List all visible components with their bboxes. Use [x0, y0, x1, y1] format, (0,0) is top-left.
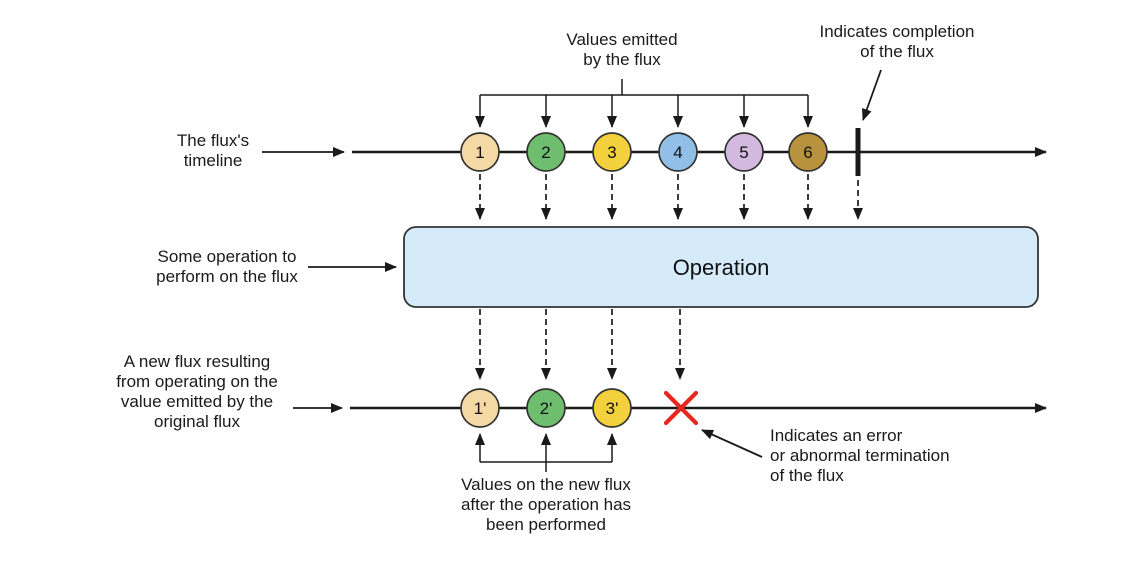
operation-note-label: Some operation to perform on the flux — [156, 247, 298, 286]
values-emitted-bracket — [475, 79, 813, 128]
flux-marker-1: 1 — [460, 132, 500, 172]
marker-label: 4 — [673, 143, 682, 162]
result-marker-3: 3' — [592, 388, 632, 428]
error-x-icon — [663, 390, 699, 426]
top-timeline: 1 2 3 4 5 6 — [262, 128, 1047, 176]
flux-marker-5: 5 — [724, 132, 764, 172]
operation-label: Operation — [673, 255, 770, 280]
marker-circle — [592, 132, 632, 172]
completion-pointer-arrow — [862, 69, 882, 121]
new-values-label: Values on the new flux after the operati… — [460, 475, 632, 534]
marker-circle — [658, 132, 698, 172]
marker-label: 2' — [540, 399, 553, 418]
error-pointer-arrow — [701, 429, 763, 458]
marker-label: 1' — [474, 399, 487, 418]
operation-box: Operation — [308, 226, 1039, 308]
result-marker-2: 2' — [526, 388, 566, 428]
flux-marker-6: 6 — [788, 132, 828, 172]
flux-marker-3: 3 — [592, 132, 632, 172]
operation-rect — [403, 226, 1039, 308]
marker-circle — [460, 132, 500, 172]
new-values-bracket — [475, 433, 617, 472]
new-flux-label: A new flux resulting from operating on t… — [116, 352, 278, 431]
marker-label: 5 — [739, 143, 748, 162]
result-marker-1: 1' — [460, 388, 500, 428]
values-emitted-label: Values emitted by the flux — [566, 30, 678, 69]
marker-label: 2 — [541, 143, 550, 162]
error-x-stroke — [663, 390, 699, 426]
marker-label: 6 — [803, 143, 812, 162]
emission-dashed-arrows — [475, 174, 863, 220]
timeline-label: The flux's timeline — [176, 131, 250, 170]
marker-label: 3' — [606, 399, 619, 418]
marker-label: 3 — [607, 143, 616, 162]
marker-circle — [526, 132, 566, 172]
result-dashed-arrows — [475, 309, 685, 380]
error-label: Indicates an error or abnormal terminati… — [770, 426, 950, 485]
marker-label: 1 — [475, 143, 484, 162]
marker-circle — [526, 388, 566, 428]
marker-circle — [592, 388, 632, 428]
completion-label: Indicates completion of the flux — [819, 22, 975, 61]
flux-marker-4: 4 — [658, 132, 698, 172]
flux-marker-2: 2 — [526, 132, 566, 172]
marker-circle — [788, 132, 828, 172]
bottom-timeline: 1' 2' 3' — [293, 388, 1047, 428]
marker-circle — [724, 132, 764, 172]
marker-circle — [460, 388, 500, 428]
